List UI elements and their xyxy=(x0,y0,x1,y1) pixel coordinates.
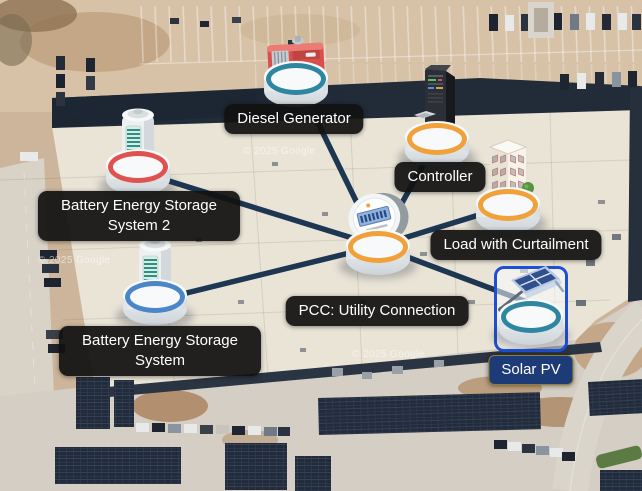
node-bess2[interactable] xyxy=(99,105,177,199)
node-label-bess2: Battery Energy Storage System 2 xyxy=(38,191,240,241)
node-base-disc xyxy=(398,121,476,171)
node-pcc-utility-connection[interactable] xyxy=(339,189,417,279)
node-bess[interactable] xyxy=(116,235,194,329)
node-controller[interactable] xyxy=(398,63,476,171)
node-label-solar-pv: Solar PV xyxy=(488,355,574,385)
node-base-disc xyxy=(257,61,335,111)
map-attribution: © 2025 Google xyxy=(243,146,316,157)
node-label-pcc-utility-connection: PCC: Utility Connection xyxy=(285,296,469,326)
node-base-disc xyxy=(469,187,547,237)
server-tower-icon xyxy=(414,65,455,142)
node-label-diesel-generator: Diesel Generator xyxy=(224,104,364,134)
node-base-disc xyxy=(99,149,177,199)
node-label-controller: Controller xyxy=(394,162,486,192)
node-label-bess: Battery Energy Storage System xyxy=(59,326,261,376)
node-base-disc xyxy=(116,279,194,329)
map-attribution: © 2025 Google xyxy=(352,349,425,360)
node-base-disc xyxy=(492,299,570,349)
map-attribution: © 2025 Google xyxy=(38,255,111,266)
node-load-with-curtailment[interactable] xyxy=(469,131,547,237)
node-base-disc xyxy=(339,229,417,279)
node-label-load-with-curtailment: Load with Curtailment xyxy=(430,230,602,260)
node-solar-pv[interactable] xyxy=(492,263,570,349)
node-diesel-generator[interactable] xyxy=(257,31,335,111)
